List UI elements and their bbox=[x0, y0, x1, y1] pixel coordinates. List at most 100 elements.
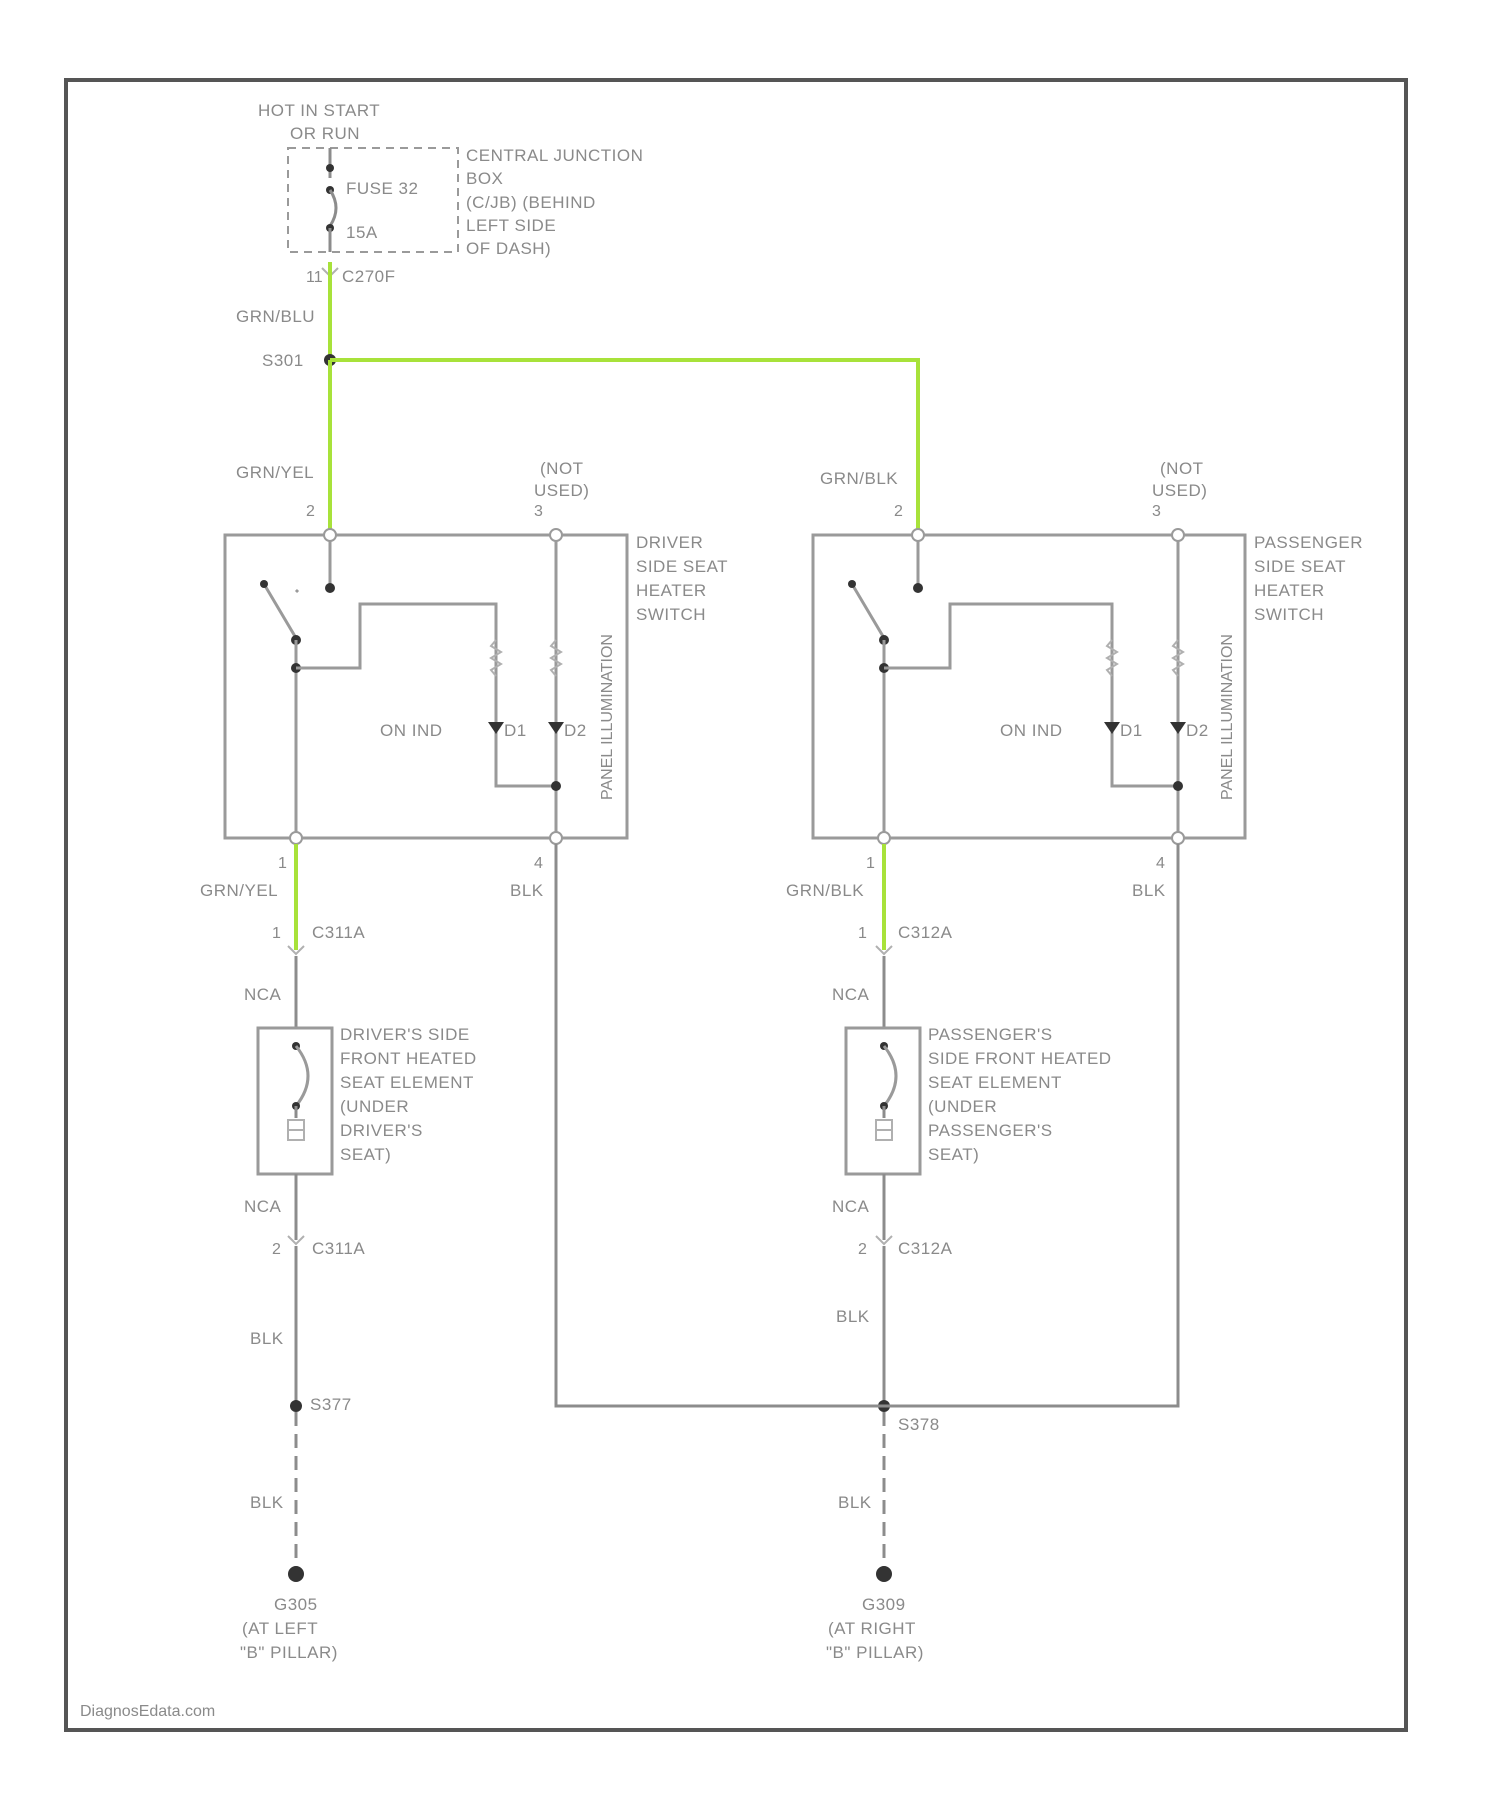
passenger-switch-blade bbox=[852, 584, 884, 638]
passenger-switch-contact bbox=[913, 583, 923, 593]
diagram-frame bbox=[66, 80, 1406, 1730]
cjb-label-line4: LEFT SIDE bbox=[466, 216, 556, 235]
passenger-pin3-label-1: (NOT bbox=[1160, 459, 1204, 478]
fuse-rating: 15A bbox=[346, 223, 378, 242]
passenger-element-name-2: SIDE FRONT HEATED bbox=[928, 1049, 1112, 1068]
driver-switch-name-3: HEATER bbox=[636, 581, 707, 600]
passenger-ground-icon bbox=[876, 1566, 892, 1582]
passenger-switch-name-2: SIDE SEAT bbox=[1254, 557, 1346, 576]
driver-pin3-label-2: USED) bbox=[534, 481, 589, 500]
passenger-switch-pin1-terminal bbox=[878, 832, 890, 844]
passenger-elem-conn-top-pin: 1 bbox=[858, 925, 867, 942]
driver-switch-blade-tip bbox=[260, 580, 268, 588]
passenger-element-name-6: SEAT) bbox=[928, 1145, 979, 1164]
passenger-switch-blade-tip bbox=[848, 580, 856, 588]
passenger-pin3-label-2: USED) bbox=[1152, 481, 1207, 500]
driver-pin2-wire: GRN/YEL bbox=[236, 463, 314, 482]
passenger-d2-label: D2 bbox=[1186, 721, 1209, 740]
driver-pin4-wire: BLK bbox=[510, 881, 544, 900]
passenger-element-box bbox=[846, 1028, 920, 1174]
passenger-elem-wire-top: NCA bbox=[832, 985, 870, 1004]
driver-ground-3: "B" PILLAR) bbox=[240, 1643, 338, 1662]
driver-elem-conn-bottom-pin: 2 bbox=[272, 1241, 281, 1258]
passenger-element-name-3: SEAT ELEMENT bbox=[928, 1073, 1062, 1092]
driver-elem-wire-blk: BLK bbox=[250, 1329, 284, 1348]
passenger-d1-led-icon bbox=[1104, 722, 1120, 734]
driver-element-name-6: SEAT) bbox=[340, 1145, 391, 1164]
fuse-terminal-top bbox=[326, 164, 334, 172]
passenger-switch-pin3-terminal bbox=[1172, 529, 1184, 541]
passenger-pin3: 3 bbox=[1152, 503, 1161, 520]
driver-switch-name-1: DRIVER bbox=[636, 533, 703, 552]
driver-heater-element-icon bbox=[296, 1046, 308, 1106]
driver-pin3-label-1: (NOT bbox=[540, 459, 584, 478]
driver-pin1-wire: GRN/YEL bbox=[200, 881, 278, 900]
passenger-heater-element-icon bbox=[884, 1046, 896, 1106]
passenger-pin2: 2 bbox=[894, 503, 903, 520]
driver-pin4: 4 bbox=[534, 855, 543, 872]
driver-switch-pin1-terminal bbox=[290, 832, 302, 844]
passenger-elem-wire-bottom: NCA bbox=[832, 1197, 870, 1216]
hot-label-line1: HOT IN START bbox=[258, 101, 380, 120]
driver-switch: GRN/YEL 2 (NOT USED) 3 DRIVER SIDE SEAT … bbox=[200, 459, 728, 900]
power-source: HOT IN START OR RUN CENTRAL JUNCTION BOX… bbox=[258, 101, 643, 286]
connector-label: C270F bbox=[342, 267, 396, 286]
passenger-element-name-4: (UNDER bbox=[928, 1097, 997, 1116]
driver-ground-icon bbox=[288, 1566, 304, 1582]
passenger-switch-name-4: SWITCH bbox=[1254, 605, 1324, 624]
driver-ground-2: (AT LEFT bbox=[242, 1619, 318, 1638]
passenger-ground-3: "B" PILLAR) bbox=[826, 1643, 924, 1662]
passenger-element-name-5: PASSENGER'S bbox=[928, 1121, 1053, 1140]
driver-switch-name-4: SWITCH bbox=[636, 605, 706, 624]
driver-switch-blade bbox=[264, 584, 296, 638]
cjb-label-line5: OF DASH) bbox=[466, 239, 551, 258]
driver-element-name-3: SEAT ELEMENT bbox=[340, 1073, 474, 1092]
driver-elem-conn-top: C311A bbox=[312, 923, 365, 942]
passenger-elem-conn-bottom: C312A bbox=[898, 1239, 953, 1258]
passenger-elem-wire-ground: BLK bbox=[838, 1493, 872, 1512]
passenger-d2-led-icon bbox=[1170, 722, 1186, 734]
passenger-switch-name-1: PASSENGER bbox=[1254, 533, 1363, 552]
driver-switch-box bbox=[225, 535, 627, 838]
passenger-pin1-wire: GRN/BLK bbox=[786, 881, 864, 900]
fuse-label: FUSE 32 bbox=[346, 179, 418, 198]
driver-d1-led-icon bbox=[488, 722, 504, 734]
driver-on-ind-label: ON IND bbox=[380, 721, 443, 740]
watermark: DiagnosEdata.com bbox=[80, 1703, 215, 1720]
passenger-ground-2: (AT RIGHT bbox=[828, 1619, 916, 1638]
passenger-switch-name-3: HEATER bbox=[1254, 581, 1325, 600]
driver-element-branch: 1 C311A NCA DRIVER'S SIDE FRONT HEATED S… bbox=[240, 844, 477, 1662]
passenger-illum-label: PANEL ILLUMINATION bbox=[1219, 634, 1236, 800]
driver-illum-ground-wire bbox=[556, 844, 884, 1406]
hot-label-line2: OR RUN bbox=[290, 124, 360, 143]
driver-splice-label: S377 bbox=[310, 1395, 352, 1414]
driver-switch-pin2-terminal bbox=[324, 529, 336, 541]
driver-illum-label: PANEL ILLUMINATION bbox=[599, 634, 616, 800]
driver-illum-junction bbox=[551, 781, 561, 791]
driver-switch-pivot bbox=[296, 590, 298, 592]
wire-label-grn-blu: GRN/BLU bbox=[236, 307, 315, 326]
passenger-d1-label: D1 bbox=[1120, 721, 1143, 740]
passenger-switch: GRN/BLK 2 (NOT USED) 3 PASSENGER SIDE SE… bbox=[786, 459, 1363, 900]
driver-switch-pin3-terminal bbox=[550, 529, 562, 541]
driver-element-box bbox=[258, 1028, 332, 1174]
passenger-pin1: 1 bbox=[866, 855, 875, 872]
driver-element-name-4: (UNDER bbox=[340, 1097, 409, 1116]
driver-element-name-1: DRIVER'S SIDE bbox=[340, 1025, 470, 1044]
driver-elem-conn-bottom: C311A bbox=[312, 1239, 365, 1258]
driver-thermostat-icon bbox=[288, 1120, 304, 1140]
passenger-switch-box bbox=[813, 535, 1245, 838]
driver-d2-led-icon bbox=[548, 722, 564, 734]
driver-elem-conn-top-pin: 1 bbox=[272, 925, 281, 942]
driver-element-name-5: DRIVER'S bbox=[340, 1121, 423, 1140]
driver-pin3: 3 bbox=[534, 503, 543, 520]
passenger-indicator-loop bbox=[884, 604, 1178, 786]
passenger-elem-wire-blk: BLK bbox=[836, 1307, 870, 1326]
driver-d1-label: D1 bbox=[504, 721, 527, 740]
passenger-pin2-wire: GRN/BLK bbox=[820, 469, 898, 488]
connector-pin: 11 bbox=[306, 269, 323, 286]
driver-indicator-loop bbox=[296, 604, 556, 786]
driver-pin2: 2 bbox=[306, 503, 315, 520]
passenger-ground-1: G309 bbox=[862, 1595, 906, 1614]
